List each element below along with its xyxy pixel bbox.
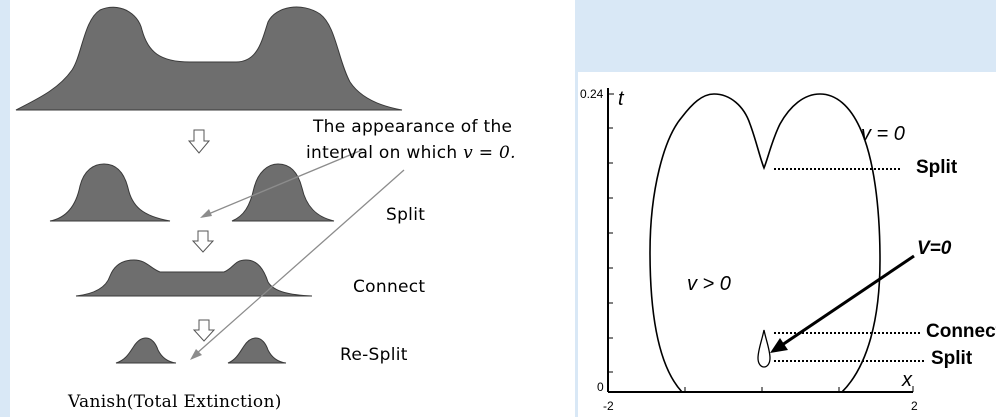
annotation-line-2: interval on which v = 0. [306, 141, 516, 165]
y-axis-ticks [608, 93, 614, 373]
left-panel-evolution-sketch: The appearance of the interval on which … [10, 0, 575, 417]
annotation-arrow-to-split [200, 149, 363, 218]
stage-split-label: Split [386, 205, 426, 225]
y-tick-top: 0.24 [580, 87, 604, 101]
x-tick-left: -2 [603, 399, 614, 413]
evolution-sketch-svg [15, 6, 405, 364]
region-outside-label: v = 0 [861, 123, 905, 145]
resplit-right-bump-shape [227, 337, 287, 364]
zero-level-curve [649, 93, 881, 393]
v-zero-pointer-arrow [770, 254, 915, 353]
y-axis-label: t [618, 88, 624, 110]
region-inside-label: v > 0 [687, 273, 731, 295]
split-top-label: Split [916, 157, 958, 178]
down-arrow-icon [191, 230, 215, 253]
annotation-line-2-text: interval on which [306, 143, 464, 163]
split-bottom-label: Split [931, 348, 973, 369]
right-panel-phase-plot: 0.24 0 -2 2 t x v = 0 v > 0 Split V=0 Co… [578, 72, 996, 417]
annotation-line-1: The appearance of the [313, 117, 513, 137]
connect-label: Connect [926, 321, 996, 342]
initial-profile-shape [15, 6, 403, 111]
x-axis-ticks [607, 386, 914, 392]
connected-profile-shape [75, 259, 313, 297]
v-zero-pointer-label: V=0 [917, 238, 952, 259]
phase-plot-svg [607, 88, 924, 393]
stage-connect-label: Connect [353, 277, 426, 297]
droplet-curve [757, 329, 771, 368]
x-tick-right: 2 [911, 399, 918, 413]
split-left-bump-shape [49, 163, 171, 222]
stage-resplit-label: Re-Split [340, 345, 408, 365]
annotation-arrow-to-vanish [190, 169, 405, 360]
resplit-left-bump-shape [115, 337, 177, 364]
y-tick-bottom: 0 [597, 380, 604, 394]
x-axis-label: x [902, 369, 912, 391]
split-right-bump-shape [231, 163, 335, 222]
down-arrow-icon [187, 129, 211, 154]
vanish-label: Vanish(Total Extinction) [68, 392, 282, 412]
annotation-math: v = 0. [463, 143, 516, 163]
down-arrow-icon [192, 319, 216, 342]
